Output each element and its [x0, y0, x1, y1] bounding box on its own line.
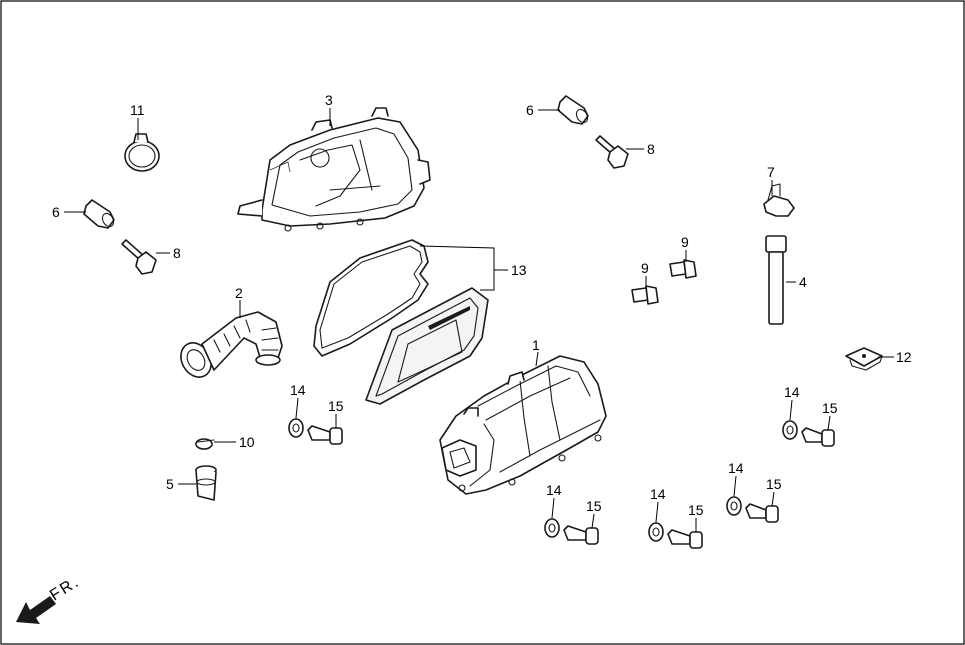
- part-pin-right: [557, 95, 589, 125]
- callout-8-left: 8: [173, 245, 181, 261]
- collar-set-e: [745, 503, 779, 523]
- part-air-cleaner-cover: [237, 107, 431, 232]
- collar-set-b: [801, 427, 835, 447]
- front-direction-marker: FR.: [16, 573, 83, 624]
- leader-15b: [827, 415, 831, 431]
- callout-14-d: 14: [650, 486, 666, 502]
- leader-15c: [591, 513, 595, 529]
- callout-labels: 1 2 3 4 5 6 6 7 8 8 9 9 10 11 12 13 14 1…: [52, 92, 912, 518]
- part-drain-plug: [195, 465, 217, 501]
- callout-1: 1: [532, 337, 540, 353]
- part-air-cleaner-case: [439, 355, 607, 495]
- callout-15-b: 15: [822, 400, 838, 416]
- leader-lines: [64, 108, 894, 532]
- callout-8-right: 8: [647, 141, 655, 157]
- part-bolt-left: [121, 239, 157, 275]
- leader-14b: [789, 399, 793, 421]
- leader-15e: [771, 491, 775, 507]
- part-hose-clamp: [124, 133, 160, 172]
- leader-13: [419, 245, 508, 291]
- callout-14-b: 14: [784, 384, 800, 400]
- callout-15-e: 15: [766, 476, 782, 492]
- callout-4: 4: [799, 274, 807, 290]
- callout-3: 3: [325, 92, 333, 108]
- callout-14-e: 14: [728, 460, 744, 476]
- part-bolt-right: [595, 135, 629, 169]
- washer-set-a: [288, 418, 304, 438]
- part-air-filter-element: [313, 239, 489, 405]
- callout-14-a: 14: [290, 382, 306, 398]
- callout-7: 7: [767, 164, 775, 180]
- callout-14-c: 14: [546, 482, 562, 498]
- washer-set-d: [648, 522, 664, 542]
- washer-set-c: [544, 518, 560, 538]
- part-clip: [763, 183, 795, 217]
- collar-set-c: [563, 525, 599, 545]
- callout-13: 13: [511, 262, 527, 278]
- part-screw-lower: [631, 285, 659, 305]
- collar-set-d: [667, 529, 703, 549]
- leader-14c: [551, 497, 555, 519]
- callout-15-d: 15: [688, 502, 704, 518]
- callout-9-upper: 9: [681, 234, 689, 250]
- callout-11: 11: [130, 102, 145, 118]
- callout-6-right: 6: [526, 102, 534, 118]
- part-small-clip: [195, 438, 215, 450]
- part-pin-left: [83, 199, 115, 229]
- callout-15-a: 15: [328, 398, 344, 414]
- leader-1: [535, 351, 539, 367]
- part-drain-tube: [765, 235, 787, 325]
- callout-2: 2: [235, 285, 243, 301]
- leader-14a: [295, 397, 299, 419]
- callout-15-c: 15: [586, 498, 602, 514]
- callout-10: 10: [239, 434, 255, 450]
- callout-5: 5: [166, 476, 174, 492]
- front-direction-arrow-icon: [16, 596, 56, 624]
- leader-14e: [733, 475, 737, 497]
- part-intake-duct: [180, 311, 283, 378]
- washer-set-e: [726, 496, 742, 516]
- callout-9-lower: 9: [641, 260, 649, 276]
- leader-14d: [655, 501, 659, 523]
- part-nut-clip: [845, 347, 883, 371]
- callout-6-left: 6: [52, 204, 60, 220]
- collar-set-a: [307, 425, 343, 445]
- callout-12: 12: [896, 349, 912, 365]
- front-direction-label: FR.: [47, 573, 83, 604]
- part-screw-upper: [669, 259, 697, 279]
- washer-set-b: [782, 420, 798, 440]
